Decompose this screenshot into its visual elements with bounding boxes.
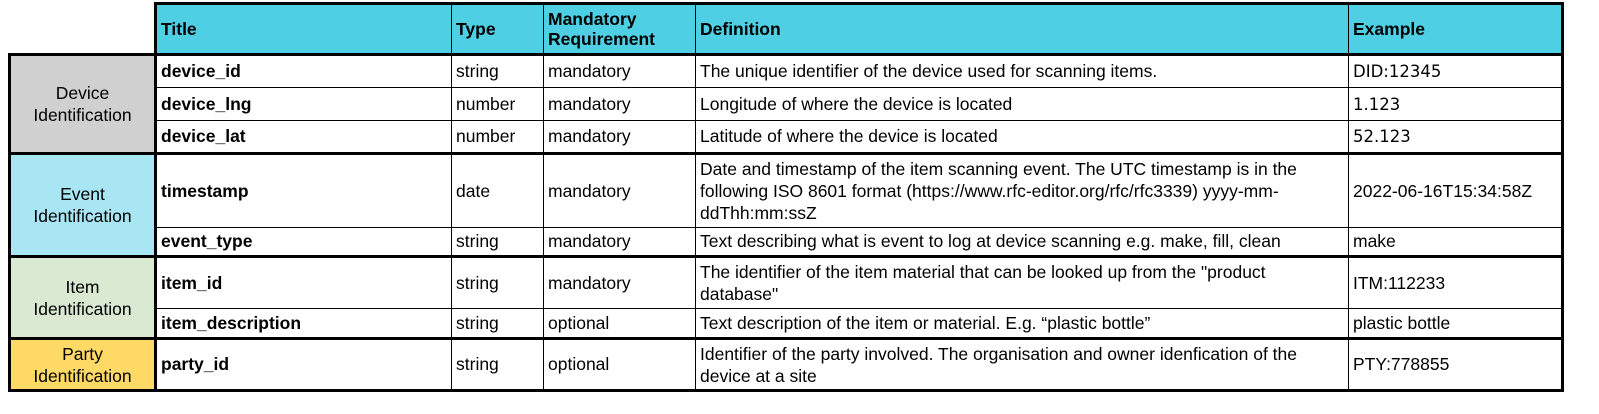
- header-example: Example: [1348, 2, 1564, 55]
- field-mandatory: mandatory: [543, 255, 696, 309]
- table-row: item_description string optional Text de…: [10, 308, 1564, 339]
- field-title: device_lng: [154, 87, 452, 121]
- table-row: Item Identification item_id string manda…: [8, 255, 1564, 340]
- field-type: date: [451, 152, 544, 228]
- field-type: string: [451, 308, 544, 339]
- group-label-party: Party Identification: [8, 337, 157, 392]
- table-row: Device Identification device_id string m…: [8, 53, 1564, 155]
- field-definition: Identifier of the party involved. The or…: [695, 337, 1349, 392]
- field-title: party_id: [154, 337, 452, 392]
- field-example: plastic bottle: [1348, 308, 1564, 339]
- field-definition: Latitude of where the device is located: [695, 120, 1349, 154]
- field-example: 2022-06-16T15:34:58Z: [1348, 152, 1564, 228]
- field-definition: The unique identifier of the device used…: [695, 53, 1349, 88]
- schema-table: Title Type Mandatory Requirement Definit…: [8, 2, 1564, 392]
- field-title: device_lat: [154, 120, 452, 154]
- field-mandatory: mandatory: [543, 152, 696, 228]
- field-example: DID:12345: [1348, 53, 1564, 88]
- field-definition: Text describing what is event to log at …: [695, 227, 1349, 257]
- field-type: number: [451, 87, 544, 121]
- field-mandatory: mandatory: [543, 53, 696, 88]
- table-row: Party Identification party_id string opt…: [8, 337, 1564, 392]
- field-title: item_description: [154, 308, 452, 339]
- group-label-item: Item Identification: [8, 255, 157, 340]
- header-mandatory: Mandatory Requirement: [543, 2, 696, 55]
- header-corner: [9, 3, 156, 55]
- group-label-event: Event Identification: [8, 152, 157, 258]
- field-title: item_id: [154, 255, 452, 309]
- header-type: Type: [451, 2, 544, 55]
- field-definition: Text description of the item or material…: [695, 308, 1349, 339]
- field-example: ITM:112233: [1348, 255, 1564, 309]
- field-title: device_id: [154, 53, 452, 88]
- field-type: string: [451, 53, 544, 88]
- group-label-device: Device Identification: [8, 53, 157, 155]
- field-mandatory: optional: [543, 308, 696, 339]
- field-example: 1.123: [1348, 87, 1564, 121]
- field-mandatory: mandatory: [543, 87, 696, 121]
- field-type: string: [451, 227, 544, 257]
- table-row: event_type string mandatory Text describ…: [10, 227, 1564, 257]
- field-type: string: [451, 337, 544, 392]
- field-example: PTY:778855: [1348, 337, 1564, 392]
- table-row: device_lat number mandatory Latitude of …: [10, 120, 1564, 154]
- field-definition: The identifier of the item material that…: [695, 255, 1349, 309]
- field-title: timestamp: [154, 152, 452, 228]
- header-title: Title: [154, 2, 452, 55]
- field-title: event_type: [154, 227, 452, 257]
- field-type: string: [451, 255, 544, 309]
- field-mandatory: optional: [543, 337, 696, 392]
- header-definition: Definition: [695, 2, 1349, 55]
- field-example: make: [1348, 227, 1564, 257]
- table-row: Event Identification timestamp date mand…: [8, 152, 1564, 258]
- field-definition: Longitude of where the device is located: [695, 87, 1349, 121]
- header-row: Title Type Mandatory Requirement Definit…: [9, 2, 1564, 55]
- field-mandatory: mandatory: [543, 120, 696, 154]
- field-definition: Date and timestamp of the item scanning …: [695, 152, 1349, 228]
- table-row: device_lng number mandatory Longitude of…: [10, 87, 1564, 121]
- field-example: 52.123: [1348, 120, 1564, 154]
- field-type: number: [451, 120, 544, 154]
- field-mandatory: mandatory: [543, 227, 696, 257]
